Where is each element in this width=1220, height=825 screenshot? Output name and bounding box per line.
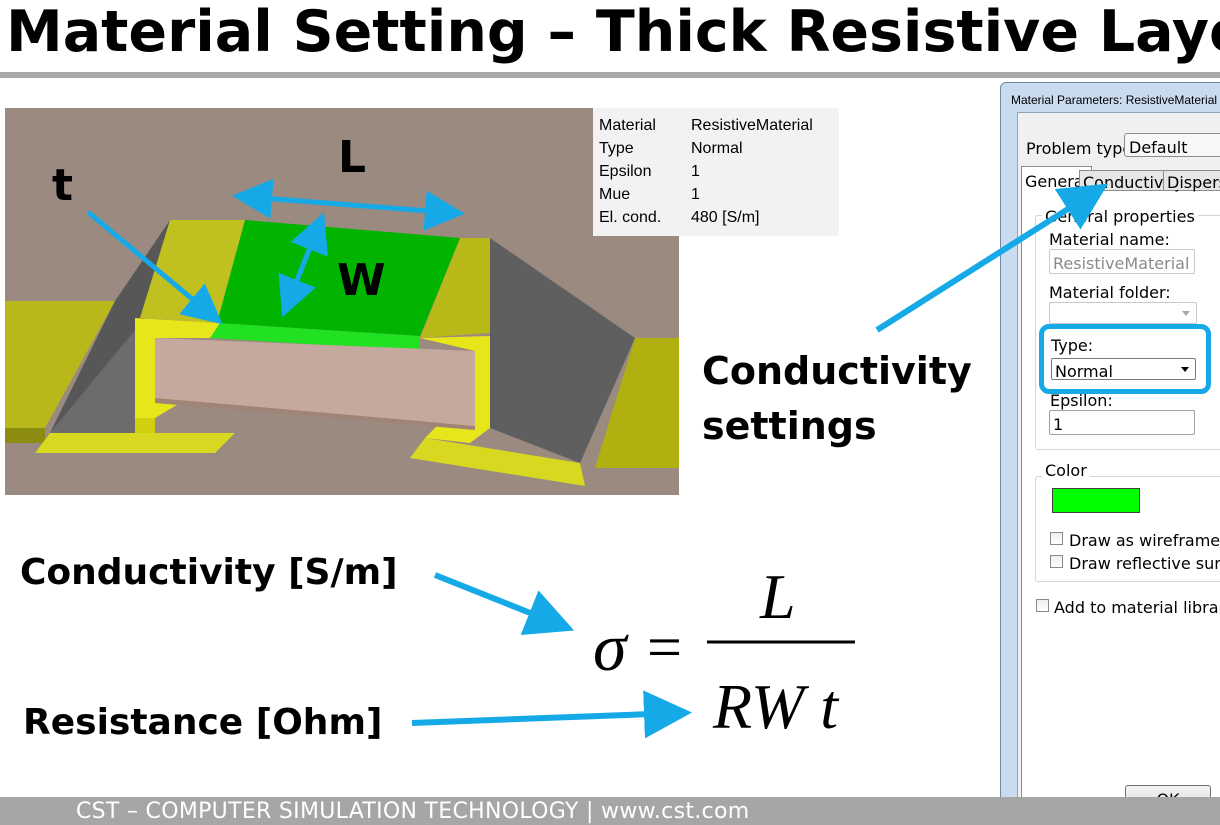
add-library-label: Add to material library bbox=[1054, 598, 1220, 617]
footer-text: CST – COMPUTER SIMULATION TECHNOLOGY | w… bbox=[76, 799, 750, 824]
type-highlight-frame bbox=[1039, 324, 1211, 394]
property-row: Epsilon 1 bbox=[599, 163, 700, 180]
slide-title: Material Setting – Thick Resistive Layer bbox=[6, 0, 1220, 65]
color-swatch-button[interactable] bbox=[1052, 488, 1140, 513]
dialog-title: Material Parameters: ResistiveMaterial bbox=[1011, 93, 1218, 107]
epsilon-label: Epsilon: bbox=[1050, 391, 1113, 410]
length-label: L bbox=[338, 132, 367, 183]
chevron-down-icon bbox=[1182, 311, 1190, 316]
material-property-panel: Material ResistiveMaterial Type Normal E… bbox=[593, 108, 839, 236]
conductivity-settings-caption: Conductivity settings bbox=[702, 349, 972, 448]
epsilon-field[interactable]: 1 bbox=[1049, 410, 1195, 435]
problem-type-label: Problem type: bbox=[1026, 139, 1138, 158]
width-label: W bbox=[337, 255, 386, 306]
property-row: Material ResistiveMaterial bbox=[599, 117, 813, 134]
color-group bbox=[1035, 476, 1220, 582]
conductivity-formula: σ = L RW t bbox=[593, 561, 855, 742]
thickness-label: t bbox=[52, 160, 74, 211]
material-name-field[interactable]: ResistiveMaterial bbox=[1049, 249, 1195, 274]
conductivity-formula-arrow bbox=[433, 572, 575, 635]
formula-equals: = bbox=[647, 614, 682, 682]
formula-sigma: σ bbox=[593, 609, 629, 685]
draw-reflective-label: Draw reflective surface bbox=[1069, 554, 1220, 573]
material-folder-label: Material folder: bbox=[1049, 283, 1171, 302]
resistance-unit-label: Resistance [Ohm] bbox=[23, 702, 383, 743]
color-group-title: Color bbox=[1042, 461, 1090, 480]
property-row: Type Normal bbox=[599, 140, 743, 157]
tab-dispersion[interactable]: Dispersion bbox=[1163, 170, 1220, 192]
title-divider bbox=[0, 72, 1220, 78]
draw-wireframe-label: Draw as wireframe bbox=[1069, 531, 1220, 550]
material-name-label: Material name: bbox=[1049, 230, 1170, 249]
type-dropdown[interactable]: Normal bbox=[1051, 358, 1196, 381]
draw-wireframe-checkbox[interactable] bbox=[1050, 532, 1063, 545]
type-label: Type: bbox=[1051, 336, 1094, 355]
problem-type-dropdown[interactable]: Default bbox=[1124, 133, 1220, 157]
formula-denominator: RW t bbox=[712, 671, 840, 742]
property-row: Mue 1 bbox=[599, 186, 700, 203]
footer-bar bbox=[0, 797, 1220, 825]
formula-numerator: L bbox=[759, 561, 796, 632]
material-folder-dropdown[interactable] bbox=[1049, 302, 1197, 324]
conductivity-unit-label: Conductivity [S/m] bbox=[20, 552, 398, 593]
property-row: El. cond. 480 [S/m] bbox=[599, 209, 760, 226]
general-properties-title: General properties bbox=[1042, 207, 1198, 226]
chevron-down-icon bbox=[1181, 367, 1189, 372]
add-library-checkbox[interactable] bbox=[1036, 599, 1049, 612]
draw-reflective-checkbox[interactable] bbox=[1050, 555, 1063, 568]
